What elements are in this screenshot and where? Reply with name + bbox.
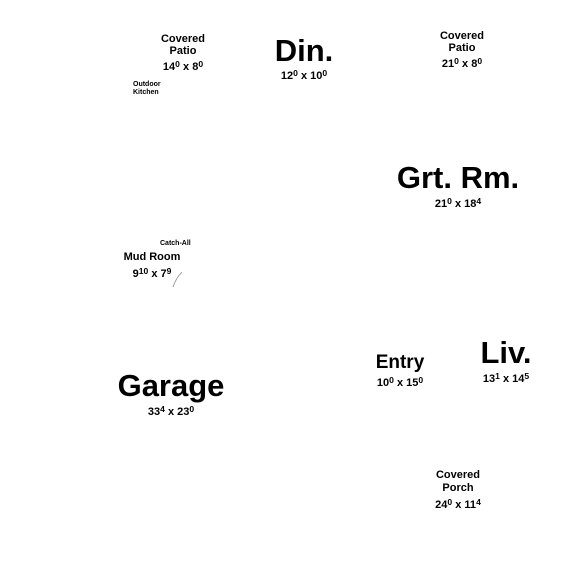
room-name-line: Patio — [169, 45, 197, 57]
room-covered-patio-right: Covered Patio 210 x 80 — [428, 31, 496, 72]
room-name: Grt. Rm. — [396, 160, 520, 195]
room-name: Garage — [117, 368, 225, 403]
room-name: Entry — [375, 352, 425, 373]
room-entry: Entry 100 x 150 — [366, 353, 434, 391]
room-dining: Din. 120 x 100 — [266, 35, 342, 84]
room-dimensions: 210 x 184 — [434, 195, 482, 210]
room-mud-room: Mud Room 910 x 79 — [118, 252, 186, 282]
room-name-line: Covered — [160, 33, 206, 45]
room-name: Din. — [274, 33, 334, 68]
room-name-line: Covered — [435, 469, 481, 481]
room-dimensions: 910 x 79 — [132, 265, 172, 280]
room-dimensions: 131 x 145 — [482, 370, 530, 385]
room-living: Liv. 131 x 145 — [470, 337, 542, 387]
room-dimensions: 240 x 114 — [435, 496, 481, 511]
room-dimensions: 210 x 80 — [441, 55, 483, 70]
room-great-room: Grt. Rm. 210 x 184 — [380, 162, 536, 212]
room-covered-porch: Covered Porch 240 x 114 — [424, 470, 492, 513]
room-covered-patio-left: Covered Patio 140 x 80 — [150, 34, 216, 75]
room-name-line: Covered — [439, 30, 485, 42]
room-garage: Garage 334 x 230 — [104, 370, 238, 420]
room-dimensions: 140 x 80 — [162, 58, 204, 73]
room-dimensions: 100 x 150 — [376, 374, 424, 389]
room-name: Mud Room — [123, 251, 181, 263]
room-dimensions: 334 x 230 — [147, 403, 195, 418]
door-swing-icon — [172, 271, 183, 288]
room-dimensions: 120 x 100 — [280, 67, 328, 82]
room-name-line: Porch — [442, 482, 474, 494]
room-name-line: Patio — [448, 42, 476, 54]
label-outdoor-kitchen: Outdoor Kitchen — [133, 81, 161, 97]
room-name: Liv. — [480, 335, 532, 370]
label-catch-all: Catch-All — [160, 240, 191, 247]
